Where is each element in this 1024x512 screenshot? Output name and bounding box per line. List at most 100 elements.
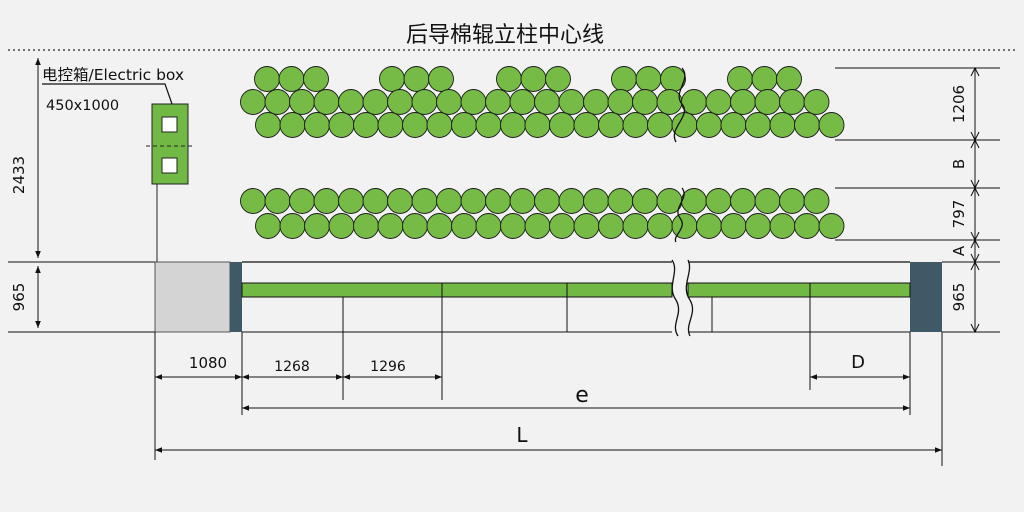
roller-circle (705, 188, 732, 214)
dim-label-d: D (851, 352, 865, 373)
roller-circle (362, 188, 389, 214)
diagram-title: 后导棉辊立柱中心线 (406, 23, 604, 48)
roller-circle (428, 66, 454, 92)
roller-circle (403, 66, 430, 92)
roller-circle (558, 188, 585, 214)
roller-circle (500, 112, 526, 138)
roller-circle (460, 89, 487, 115)
roller-circle (338, 89, 364, 115)
roller-circle (426, 112, 453, 138)
roller-circle (647, 213, 673, 239)
electric-box-window-upper (161, 116, 178, 133)
roller-circle (387, 89, 413, 115)
roller-circle (573, 213, 600, 239)
roller-circle (402, 213, 428, 239)
roller-circle (598, 112, 624, 138)
roller-circle (353, 112, 379, 138)
roller-circle (754, 188, 781, 214)
roller-circle (818, 213, 845, 239)
roller-circle (549, 213, 575, 239)
roller-circle (558, 89, 585, 115)
electric-box-size: 450x1000 (46, 98, 119, 114)
roller-circle (313, 89, 340, 115)
roller-circle (727, 66, 753, 92)
dim-label-965-left: 965 (10, 283, 28, 312)
roller-circle (255, 112, 281, 138)
electric-box-label: 电控箱/Electric box (42, 66, 184, 84)
roller-circle (520, 66, 547, 92)
roller-circle (769, 213, 796, 239)
roller-circle (289, 89, 315, 115)
roller-circle (279, 112, 306, 138)
roller-circle (818, 112, 845, 138)
roller-circle (745, 112, 771, 138)
roller-circle (240, 89, 266, 115)
roller-circle (328, 112, 355, 138)
roller-circle (254, 66, 280, 92)
roller-circle (303, 66, 329, 92)
roller-circle (803, 89, 830, 115)
roller-circle (485, 188, 511, 214)
roller-circle (720, 213, 747, 239)
roller-circle (705, 89, 732, 115)
roller-circle (255, 213, 281, 239)
roller-circle (794, 213, 820, 239)
roller-circle (313, 188, 340, 214)
roller-circle (534, 89, 560, 115)
roller-circle (632, 188, 658, 214)
break-line-upper (673, 67, 686, 143)
roller-circle (509, 89, 536, 115)
roller-circle (264, 188, 291, 214)
bed-green-rail-right (687, 282, 911, 298)
roller-circle (681, 188, 707, 214)
roller-circle (754, 89, 781, 115)
roller-circle (696, 213, 722, 239)
roller-circle (436, 89, 462, 115)
roller-circle (338, 188, 364, 214)
roller-circle (524, 213, 551, 239)
roller-group-lower (240, 188, 845, 239)
roller-circle (607, 89, 634, 115)
dim-label-1080: 1080 (189, 354, 227, 372)
roller-circle (304, 112, 330, 138)
roller-circle (635, 66, 662, 92)
dim-label-1268: 1268 (274, 359, 310, 375)
dim-label-a: A (950, 245, 968, 256)
electric-box-window-lower (161, 157, 178, 174)
roller-group-upper (240, 66, 845, 138)
roller-circle (304, 213, 330, 239)
roller-circle (509, 188, 536, 214)
roller-circle (622, 112, 649, 138)
roller-circle (671, 112, 698, 138)
electric-box-leader (42, 83, 173, 105)
roller-circle (607, 188, 634, 214)
bed-break-line (671, 259, 680, 337)
roller-circle (622, 213, 649, 239)
roller-circle (279, 213, 306, 239)
roller-circle (475, 213, 502, 239)
roller-circle (289, 188, 315, 214)
bed-gray-block (154, 261, 231, 333)
dim-label-l: L (516, 423, 528, 447)
roller-circle (779, 188, 805, 214)
roller-circle (379, 66, 405, 92)
roller-circle (611, 66, 637, 92)
roller-circle (647, 112, 673, 138)
roller-circle (451, 213, 477, 239)
roller-circle (377, 213, 404, 239)
dim-label-965-right: 965 (950, 283, 968, 312)
roller-circle (451, 112, 477, 138)
roller-circle (485, 89, 511, 115)
roller-circle (411, 89, 438, 115)
dim-label-1206: 1206 (950, 85, 968, 123)
roller-circle (730, 89, 756, 115)
roller-circle (278, 66, 305, 92)
roller-circle (426, 213, 453, 239)
roller-circle (696, 112, 722, 138)
roller-circle (583, 89, 609, 115)
roller-circle (524, 112, 551, 138)
roller-circle (573, 112, 600, 138)
bed-green-rail-left (241, 282, 673, 298)
